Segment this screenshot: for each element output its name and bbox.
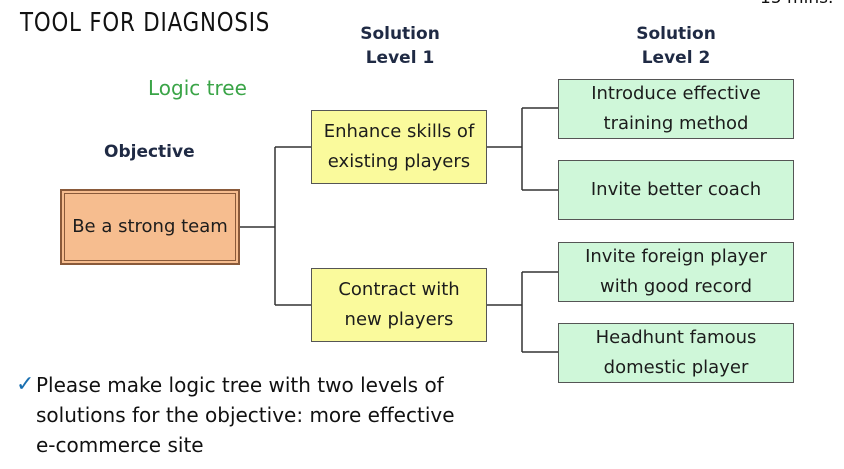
level1-a-line2: existing players xyxy=(327,151,471,172)
instruction-line-1: Please make logic tree with two levels o… xyxy=(36,373,444,397)
time-note: 15 mins. xyxy=(760,0,833,8)
level2-a1-line1: Introduce effective xyxy=(591,83,761,104)
column-heading-level1-line2: Level 1 xyxy=(365,48,435,68)
level1-b-line1: Contract with xyxy=(338,279,460,300)
column-heading-level1: Solution Level 1 xyxy=(330,22,470,70)
instruction-line-3: e-commerce site xyxy=(36,433,204,457)
level2-box-foreign-player: Invite foreign player with good record xyxy=(558,242,794,302)
level1-a-line1: Enhance skills of xyxy=(323,121,475,142)
level2-b1-line1: Invite foreign player xyxy=(585,246,767,267)
level1-box-enhance-skills: Enhance skills of existing players xyxy=(311,110,487,184)
page-title: TOOL FOR DIAGNOSIS xyxy=(20,8,271,38)
objective-box: Be a strong team xyxy=(60,189,240,265)
level2-box-domestic-player: Headhunt famous domestic player xyxy=(558,323,794,383)
objective-label: Objective xyxy=(104,142,195,162)
level1-box-contract-players: Contract with new players xyxy=(311,268,487,342)
checkmark-icon: ✓ xyxy=(16,372,35,397)
level2-a2-line1: Invite better coach xyxy=(590,179,762,200)
level1-b-line2: new players xyxy=(344,309,454,330)
column-heading-level2: Solution Level 2 xyxy=(606,22,746,70)
objective-text: Be a strong team xyxy=(72,216,228,237)
column-heading-level1-line1: Solution xyxy=(360,24,440,44)
column-heading-level2-line1: Solution xyxy=(636,24,716,44)
column-heading-level2-line2: Level 2 xyxy=(641,48,711,68)
level2-box-better-coach: Invite better coach xyxy=(558,160,794,220)
instruction-line-2: solutions for the objective: more effect… xyxy=(36,403,455,427)
level2-a1-line2: training method xyxy=(603,113,749,134)
level2-b2-line1: Headhunt famous xyxy=(595,327,757,348)
level2-box-training-method: Introduce effective training method xyxy=(558,79,794,139)
instruction-text: Please make logic tree with two levels o… xyxy=(36,370,496,460)
logic-tree-label: Logic tree xyxy=(148,76,247,100)
level2-b2-line2: domestic player xyxy=(603,357,749,378)
level2-b1-line2: with good record xyxy=(599,276,752,297)
